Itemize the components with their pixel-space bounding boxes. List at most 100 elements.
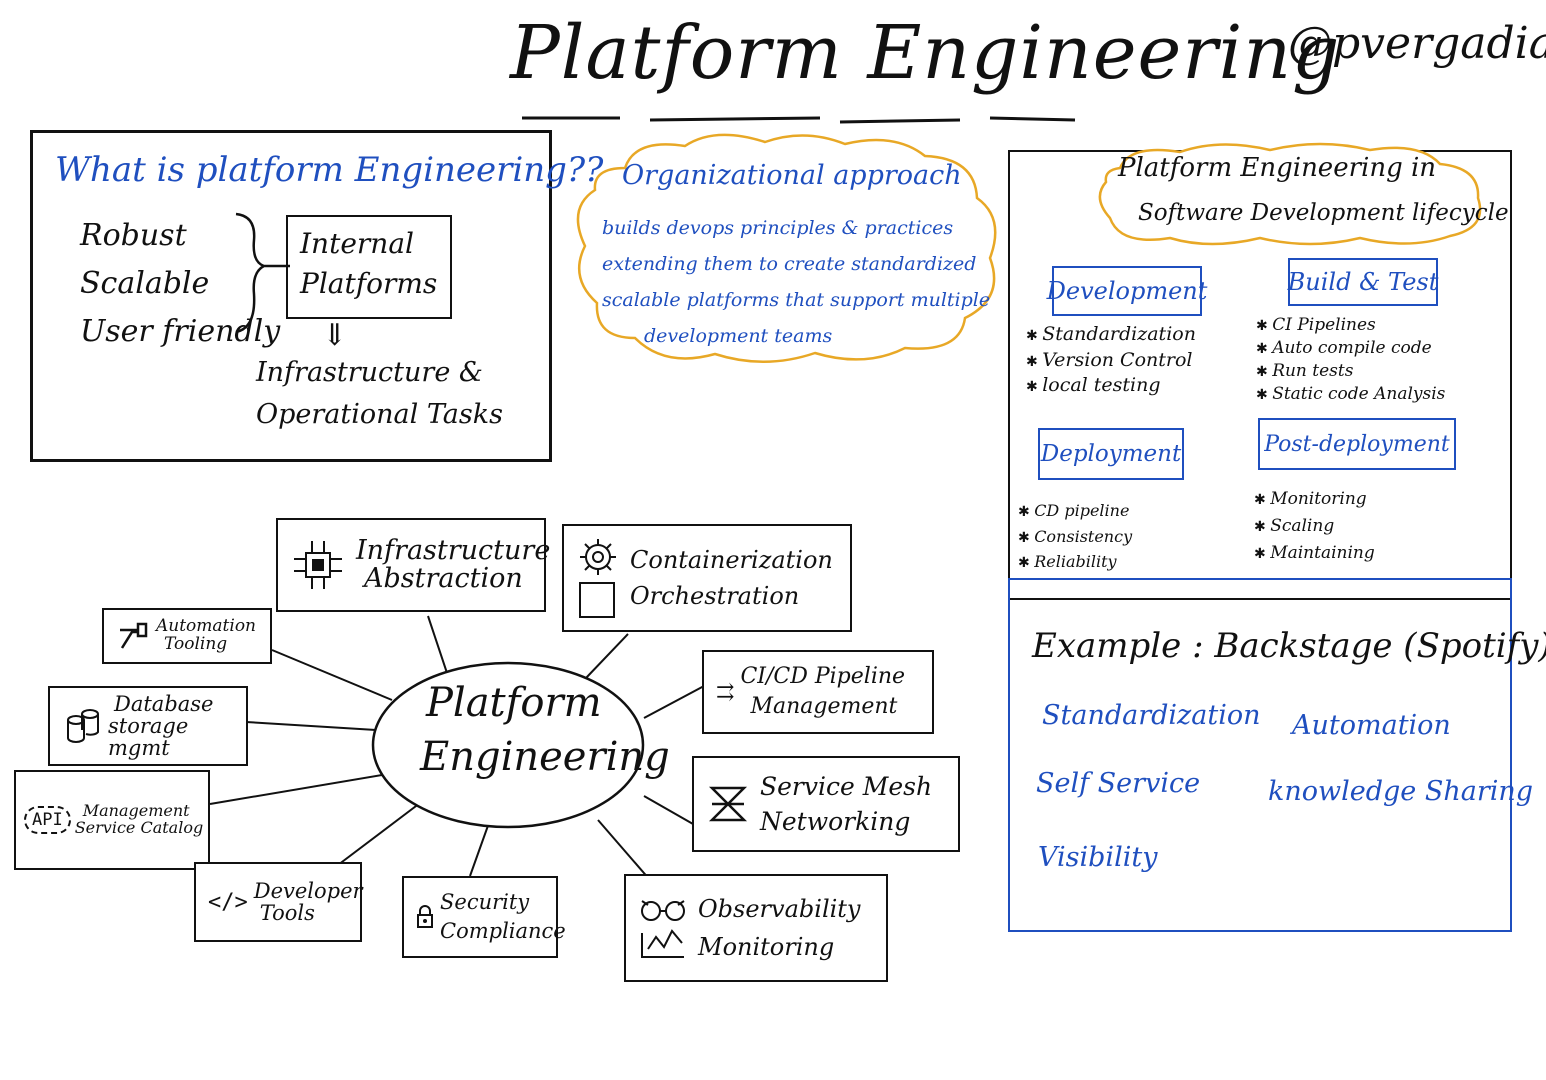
api-line-1: Management [82,801,190,821]
internal-platforms-label: Internal Platforms [300,224,437,304]
down-arrow-icon: ⇓ [322,318,348,353]
cicd-line-1: CI/CD Pipeline [740,664,906,690]
dev-item-2: Version Control [1026,348,1196,374]
post-deployment-stage: Post-deployment [1258,418,1456,470]
devtools-line-1: Developer [253,878,363,903]
qualities-list: Robust Scalable User friendly [80,212,280,356]
what-is-box [30,130,552,462]
build-item-2: Auto compile code [1256,337,1445,360]
center-line-1: Platform [426,680,602,726]
observability-line-1: Observability [698,894,861,923]
sdlc-heading-1: Platform Engineering in [1118,153,1437,183]
org-line-2: extending them to create standardized [602,253,977,275]
post-item-1: Monitoring [1254,486,1375,513]
deployment-items: CD pipeline Consistency Reliability [1018,498,1132,575]
chip-icon [290,537,346,593]
page-title: Platform Engineering [510,10,1341,96]
api-line-2: Service Catalog [74,818,204,837]
example-item-3: Self Service [1036,768,1201,799]
api-cloud-icon: API [24,806,71,834]
core-line-2: Platforms [300,267,438,300]
post-item-3: Maintaining [1254,540,1375,567]
example-item-1: Standardization [1042,700,1261,731]
quality-user-friendly: User friendly [80,314,281,349]
container-line-2: Orchestration [630,582,800,610]
devtools-line-2: Tools [259,901,315,925]
mesh-line-2: Networking [760,807,911,836]
author-handle: @pvergadia [1288,18,1546,69]
arrows-icon: ⇉ [716,679,735,705]
mesh-icon [706,784,750,824]
build-item-3: Run tests [1256,360,1445,383]
deploy-item-2: Consistency [1018,524,1132,550]
brace-icon [235,212,290,334]
hammer-icon [116,622,150,650]
build-item-4: Static code Analysis [1256,383,1445,406]
security-line-2: Compliance [440,919,566,943]
development-stage: Development [1047,266,1207,316]
automation-line-1: Automation [156,616,256,637]
sdlc-cloud-shape [1098,142,1482,246]
org-cloud-shape [576,133,997,363]
core-line-1: Internal [300,227,414,260]
gear-box-icon [576,535,620,621]
quality-scalable: Scalable [80,266,210,301]
database-icon [62,706,102,746]
org-line-3: scalable platforms that support multiple [602,289,991,311]
quality-robust: Robust [80,218,187,253]
center-ellipse [371,661,645,829]
code-icon: </> [208,889,248,915]
org-line-1: builds devops principles & practices [602,217,954,239]
org-body: builds devops principles & practices ext… [602,210,990,354]
result-line-2: Operational Tasks [256,399,503,430]
mesh-line-1: Service Mesh [760,772,933,801]
deployment-stage: Deployment [1038,428,1184,480]
result-line-1: Infrastructure & [256,357,483,388]
container-line-1: Containerization [630,546,833,574]
build-test-stage: Build & Test [1288,258,1438,306]
security-line-1: Security [440,889,530,914]
automation-line-2: Tooling [164,634,228,654]
post-item-2: Scaling [1254,513,1375,540]
deploy-item-3: Reliability [1018,549,1132,575]
infra-line-2: Abstraction [364,563,523,594]
development-items: Standardization Version Control local te… [1026,322,1196,399]
dev-item-3: local testing [1026,373,1196,399]
what-is-heading: What is platform Engineering?? [55,150,604,190]
center-line-2: Engineering [420,734,670,780]
title-underline [522,116,1076,124]
org-line-4: development teams [644,325,833,347]
database-line-1: Database [114,691,214,716]
glasses-chart-icon [638,893,688,963]
example-box [1008,578,1512,932]
sdlc-heading-2: Software Development lifecycle [1138,200,1509,226]
deploy-item-1: CD pipeline [1018,498,1132,524]
org-heading: Organizational approach [622,160,962,191]
example-item-5: Visibility [1038,842,1158,873]
database-line-2: storage mgmt [108,713,189,761]
build-test-items: CI Pipelines Auto compile code Run tests… [1256,314,1445,406]
dev-item-1: Standardization [1026,322,1196,348]
internal-platforms-box [286,215,452,319]
cicd-line-2: Management [750,694,898,719]
example-item-2: Automation [1292,710,1451,741]
infra-line-1: Infrastructure [356,534,551,566]
observability-line-2: Monitoring [698,933,835,961]
result-label: Infrastructure & Operational Tasks [256,352,503,436]
post-deployment-items: Monitoring Scaling Maintaining [1254,486,1375,568]
lock-icon [416,905,434,929]
build-item-1: CI Pipelines [1256,314,1445,337]
example-item-4: knowledge Sharing [1268,776,1534,807]
mindmap-center-label: Platform Engineering [420,676,670,784]
